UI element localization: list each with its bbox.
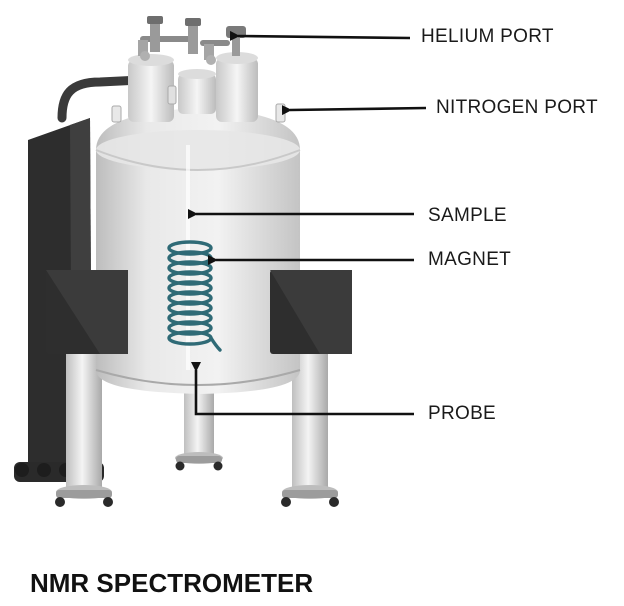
probe-arrow: [191, 362, 414, 416]
magnet-coil: [167, 240, 222, 352]
nitrogen-port-arrow: [281, 105, 427, 116]
helium-port-label: HELIUM PORT: [421, 26, 554, 47]
shim-block-left: [46, 270, 128, 354]
nitrogen-port-pegs: [111, 103, 286, 123]
helium-port-arrow: [229, 30, 411, 41]
nitrogen-port-label: NITROGEN PORT: [436, 97, 598, 118]
shim-block-right: [270, 270, 352, 354]
helium-towers: [128, 52, 258, 122]
sample-label: SAMPLE: [428, 205, 507, 226]
leg-left: [55, 340, 113, 507]
magnet-label: MAGNET: [428, 249, 512, 270]
diagram-title: NMR SPECTROMETER: [30, 568, 314, 598]
probe-label: PROBE: [428, 403, 497, 424]
helium-hose: [57, 75, 145, 123]
